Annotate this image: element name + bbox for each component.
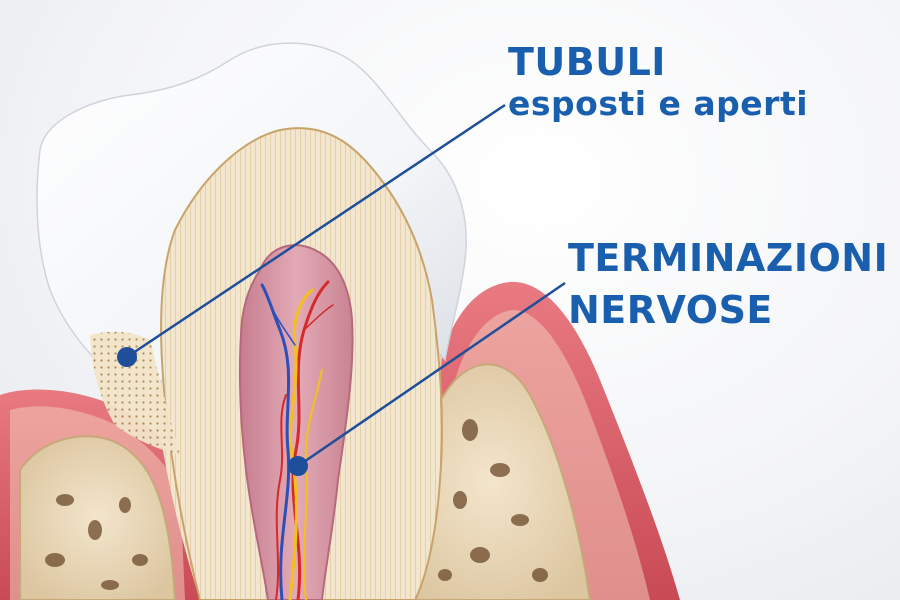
pulp-chamber xyxy=(238,244,354,600)
nerve-endings-line2: NERVOSE xyxy=(568,288,773,332)
marker-dot-tubuli xyxy=(117,347,137,367)
nerve-blue xyxy=(260,283,291,600)
nerve-endings-label: TERMINAZIONI NERVOSE xyxy=(568,232,888,336)
bone-pores xyxy=(45,419,548,590)
tubuli-subtitle: esposti e aperti xyxy=(508,84,809,123)
vessel-branch xyxy=(303,304,334,331)
nerve-endings-line1: TERMINAZIONI xyxy=(568,236,889,280)
exposed-dentin xyxy=(90,331,180,455)
tubuli-title: TUBULI xyxy=(508,40,666,84)
marker-dot-nerves xyxy=(288,456,308,476)
vessel-red-2 xyxy=(275,394,287,600)
nerve-yellow xyxy=(288,288,314,600)
leader-line-tubuli xyxy=(126,103,506,359)
leader-lines xyxy=(126,103,566,468)
nerve-branch xyxy=(267,299,296,346)
tubuli-label: TUBULI esposti e aperti xyxy=(508,40,808,124)
nerve-bundle xyxy=(260,280,334,600)
leader-line-nerves xyxy=(297,281,566,468)
